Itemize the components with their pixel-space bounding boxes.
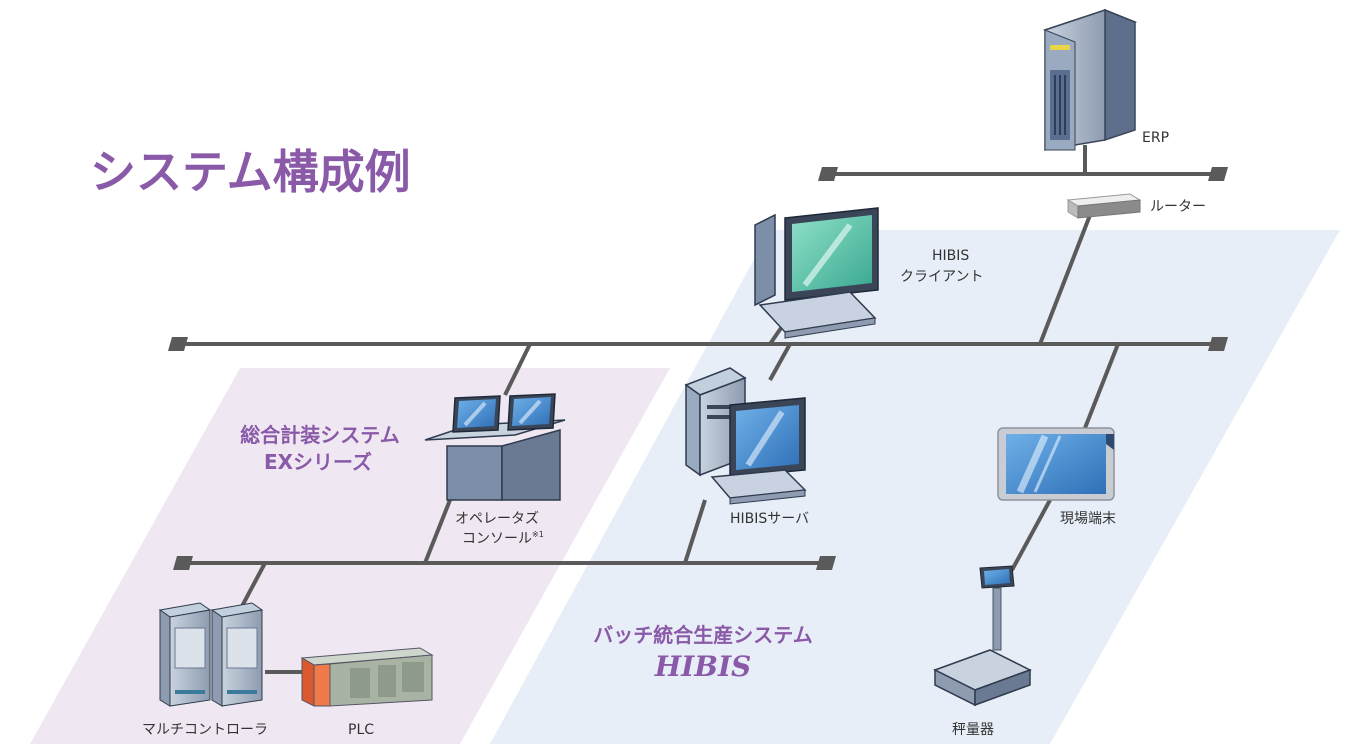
scale-label: 秤量器 [952,722,994,738]
field-terminal-icon [997,427,1115,501]
hibis-client-label-line2: クライアント [900,269,983,285]
erp-label: ERP [1142,130,1169,146]
plc-label: PLC [348,722,374,738]
scale-icon [933,565,1032,707]
hibis-server-pc-icon [684,367,807,505]
hibis-client-label-line1: HIBIS [932,248,969,264]
router-icon [1066,193,1142,219]
network-lines [175,145,1218,674]
hibis-zone-background [490,230,1340,744]
operator-console-icon [424,393,566,501]
operator-console-label-line2: コンソール※1 [462,530,544,547]
hibis-server-label: HIBISサーバ [730,511,809,527]
bus-end-caps [168,167,1228,570]
multi-controller-label: マルチコントローラ [142,722,268,738]
field-terminal-label: 現場端末 [1060,511,1116,527]
erp-server-icon [1042,8,1138,151]
operator-console-footnote: ※1 [532,530,544,539]
hibis-client-pc-icon [754,207,879,339]
operator-console-label-line1: オペレータズ [455,511,539,527]
page-title: システム構成例 [90,145,411,199]
ex-zone-title: 総合計装システム [240,423,399,447]
ex-zone-subtitle: EXシリーズ [264,450,372,474]
operator-console-label-text: コンソール [462,531,532,547]
plc-icon [300,647,434,707]
hibis-zone-subtitle: HIBIS [654,650,752,683]
multi-controller-icon [158,602,264,707]
router-label: ルーター [1150,199,1206,215]
hibis-zone-title: バッチ統合生産システム [593,623,812,647]
